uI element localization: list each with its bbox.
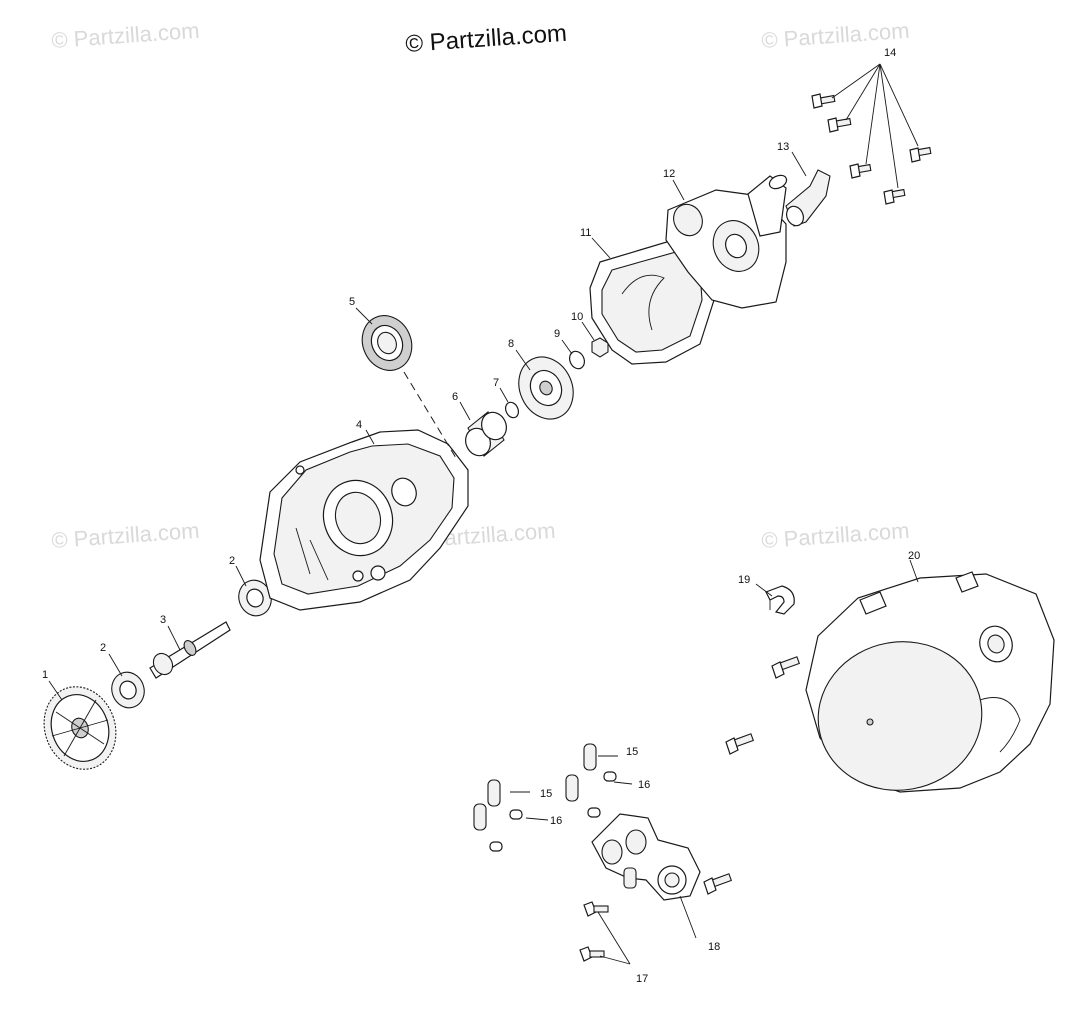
part-14-bolts	[811, 63, 932, 205]
watermark-top-left: © Partzilla.com	[51, 18, 201, 53]
callout-18: 18	[708, 941, 720, 953]
bolt-14e	[883, 188, 906, 205]
part-13-elbow	[785, 169, 831, 227]
callout-11: 11	[580, 227, 591, 239]
part-10-nut	[591, 337, 609, 358]
part-7-oring	[504, 401, 520, 419]
callout-2-lower: 2	[100, 642, 106, 654]
callout-2-upper: 2	[229, 555, 235, 567]
watermark-mid-right: © Partzilla.com	[761, 518, 911, 553]
callout-4: 4	[356, 419, 362, 431]
assembly-line	[403, 371, 457, 459]
callout-7: 7	[493, 377, 499, 389]
callout-3: 3	[160, 614, 166, 626]
bolt-14c	[849, 163, 872, 179]
part-19-clip	[765, 585, 795, 615]
callout-16-left: 16	[550, 815, 562, 827]
watermarks: © Partzilla.com © Partzilla.com © Partzi…	[51, 18, 911, 553]
part-9-washer	[569, 350, 585, 370]
callout-13: 13	[777, 141, 789, 153]
part-1-gear	[43, 686, 117, 770]
part-3-shaft	[149, 621, 231, 679]
callout-15-left: 15	[540, 788, 552, 800]
callout-6: 6	[452, 391, 458, 403]
callout-19: 19	[738, 574, 750, 586]
part-2-bearing-lower	[111, 671, 145, 709]
part-6-bushing	[465, 411, 507, 457]
callout-leaders	[48, 151, 919, 939]
callout-14: 14	[884, 47, 896, 59]
callout-16-right: 16	[638, 779, 650, 791]
part-5-seal	[361, 315, 413, 371]
callout-8: 8	[508, 338, 514, 350]
part-12-pump-cover	[665, 174, 788, 309]
callout-5: 5	[349, 296, 355, 308]
part-16-spacers	[489, 771, 617, 852]
callout-9: 9	[554, 328, 560, 340]
copyright-label: © Partzilla.com	[405, 20, 568, 58]
cover-bolt-upper	[771, 656, 801, 679]
valve-bolt	[703, 873, 733, 895]
callout-17: 17	[636, 973, 648, 985]
part-17-screws	[579, 901, 631, 965]
callout-10: 10	[571, 311, 583, 323]
callout-15-right: 15	[626, 746, 638, 758]
bolt-14d	[909, 146, 932, 163]
part-20-cover	[805, 571, 1055, 793]
cover-bolt-lower	[725, 733, 755, 755]
callout-20: 20	[908, 550, 920, 562]
part-11-gasket	[589, 237, 715, 365]
watermark-mid-left: © Partzilla.com	[51, 518, 201, 553]
part-8-impeller	[518, 356, 574, 420]
part-18-valve-body	[591, 813, 701, 901]
part-15-sleeves	[473, 743, 597, 831]
callout-numbers: 1 2 2 3 4 5 6 7 8 9 10 11 12 13 14 15 15…	[42, 47, 920, 985]
callout-12: 12	[663, 168, 675, 180]
callout-1: 1	[42, 669, 48, 681]
bolt-14a	[811, 93, 836, 109]
part-4-housing	[259, 429, 469, 611]
bolt-14b	[827, 117, 852, 133]
part-2-bearing-upper	[238, 579, 272, 617]
